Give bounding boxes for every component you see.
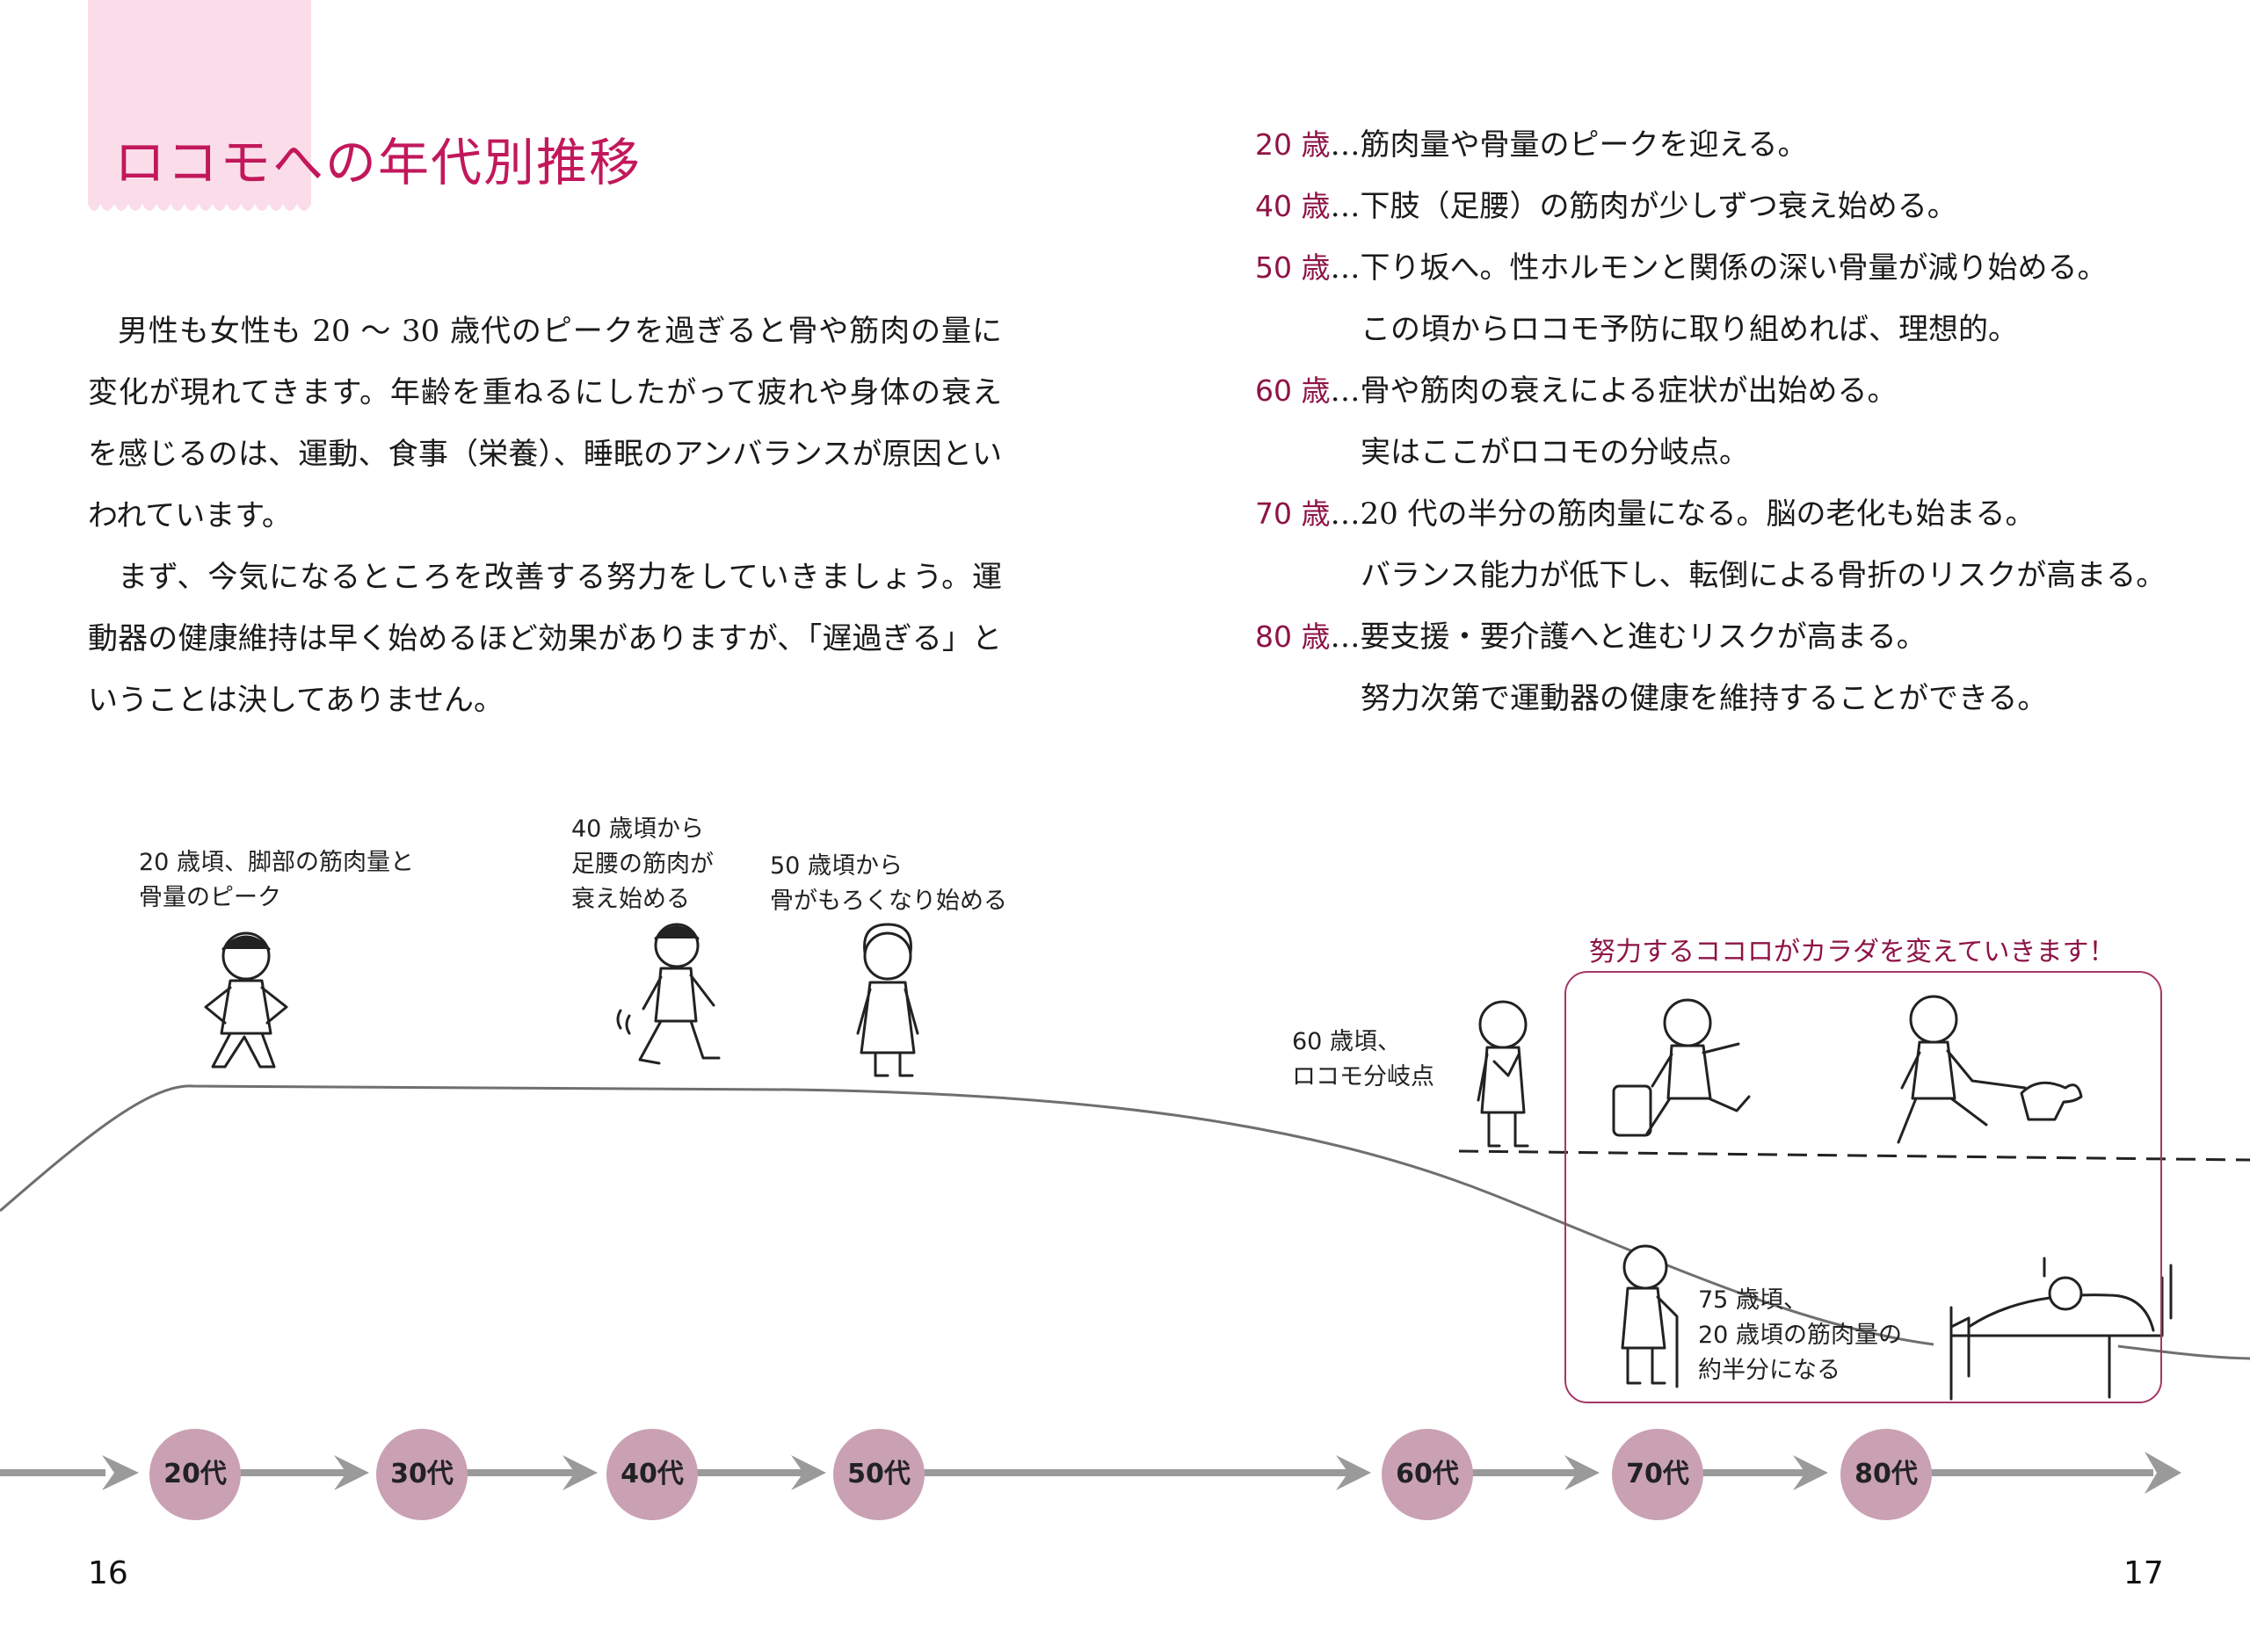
caption-20s: 20 歳頃、脚部の筋肉量と 骨量のピーク xyxy=(139,845,414,916)
age-label: 60 歳 xyxy=(1255,373,1331,408)
figure-20s xyxy=(204,931,288,1069)
caption-line: 足腰の筋肉が xyxy=(571,851,714,878)
caption-line: 20 歳頃の筋肉量の xyxy=(1698,1322,1902,1349)
caption-line: 約半分になる xyxy=(1698,1357,1840,1384)
age-item-70: 70 歳…20 代の半分の筋肉量になる。脳の老化も始まる。 xyxy=(1255,483,2231,545)
decade-80: 80代 xyxy=(1840,1429,1932,1520)
age-text: …要支援・要介護へと進むリスクが高まる。 xyxy=(1330,620,1927,655)
caption-line: 60 歳頃、 xyxy=(1292,1028,1401,1055)
age-text: …筋肉量や骨量のピークを迎える。 xyxy=(1330,127,1808,163)
age-text-cont: 努力次第で運動器の健康を維持することができる。 xyxy=(1361,681,2048,716)
muscle-curve xyxy=(0,1084,1934,1346)
caption-line: 骨がもろくなり始める xyxy=(770,888,1007,915)
figure-80s-active xyxy=(1897,995,2083,1144)
age-text: …下肢（足腰）の筋肉が少しずつ衰え始める。 xyxy=(1330,189,1957,224)
age-text-cont: この頃からロコモ予防に取り組めれば、理想的。 xyxy=(1361,312,2018,347)
decade-30: 30代 xyxy=(376,1429,468,1520)
figure-60s xyxy=(1477,1000,1529,1148)
caption-50s: 50 歳頃から 骨がもろくなり始める xyxy=(770,849,1007,919)
figure-50s xyxy=(856,923,919,1077)
caption-40s: 40 歳頃から 足腰の筋肉が 衰え始める xyxy=(571,812,714,917)
age-label: 20 歳 xyxy=(1255,127,1331,162)
page-number-left: 16 xyxy=(88,1555,128,1591)
caption-line: 50 歳頃から xyxy=(770,852,903,880)
age-label: 70 歳 xyxy=(1255,496,1331,531)
effort-title: 努力するココロがカラダを変えていきます！ xyxy=(1589,937,2116,967)
body-text: 男性も女性も 20 ～ 30 歳代のピークを過ぎると骨や筋肉の量に変化が現れてき… xyxy=(88,301,1002,731)
age-item-60: 60 歳…骨や筋肉の衰えによる症状が出始める。 xyxy=(1255,360,2231,422)
page-title: ロコモへの年代別推移 xyxy=(114,133,642,192)
decade-20: 20代 xyxy=(149,1429,241,1520)
age-label: 40 歳 xyxy=(1255,189,1331,223)
decade-60: 60代 xyxy=(1382,1429,1473,1520)
caption-60s: 60 歳頃、 ロコモ分岐点 xyxy=(1292,1025,1434,1095)
age-item-80: 80 歳…要支援・要介護へと進むリスクが高まる。 xyxy=(1255,606,2231,668)
caption-line: ロコモ分岐点 xyxy=(1292,1063,1434,1090)
figure-70s-active xyxy=(1612,998,1751,1137)
decade-50: 50代 xyxy=(833,1429,925,1520)
figure-40s xyxy=(616,923,721,1065)
age-item-40: 40 歳…下肢（足腰）の筋肉が少しずつ衰え始める。 xyxy=(1255,176,2231,237)
caption-line: 40 歳頃から xyxy=(571,815,704,843)
caption-line: 衰え始める xyxy=(571,886,690,913)
body-paragraph-1: 男性も女性も 20 ～ 30 歳代のピークを過ぎると骨や筋肉の量に変化が現れてき… xyxy=(88,314,1002,533)
age-list: 20 歳…筋肉量や骨量のピークを迎える。 40 歳…下肢（足腰）の筋肉が少しずつ… xyxy=(1255,114,2231,729)
caption-75: 75 歳頃、 20 歳頃の筋肉量の 約半分になる xyxy=(1698,1283,1902,1388)
age-label: 80 歳 xyxy=(1255,620,1331,654)
effort-dashed-line xyxy=(1458,1149,2250,1162)
age-text: …骨や筋肉の衰えによる症状が出始める。 xyxy=(1330,373,1898,409)
decade-70: 70代 xyxy=(1612,1429,1703,1520)
caption-line: 75 歳頃、 xyxy=(1698,1286,1807,1314)
timeline-arrows xyxy=(0,1452,2181,1494)
caption-line: 20 歳頃、脚部の筋肉量と xyxy=(139,849,414,876)
body-paragraph-2: まず、今気になるところを改善する努力をしていきましょう。運動器の健康維持は早く始… xyxy=(88,560,1002,718)
effort-box xyxy=(1564,971,2162,1403)
age-text: …20 代の半分の筋肉量になる。脳の老化も始まる。 xyxy=(1330,496,2036,532)
figure-75-cane xyxy=(1621,1244,1679,1388)
age-item-50: 50 歳…下り坂へ。性ホルモンと関係の深い骨量が減り始める。 xyxy=(1255,237,2231,299)
age-label: 50 歳 xyxy=(1255,250,1331,285)
age-text-cont: 実はここがロコモの分岐点。 xyxy=(1361,435,1749,470)
bed-figure xyxy=(1949,1257,2173,1401)
decade-40: 40代 xyxy=(606,1429,698,1520)
title-ribbon xyxy=(88,0,311,211)
age-item-20: 20 歳…筋肉量や骨量のピークを迎える。 xyxy=(1255,114,2231,176)
age-text: …下り坂へ。性ホルモンと関係の深い骨量が減り始める。 xyxy=(1330,250,2108,286)
page-number-right: 17 xyxy=(2123,1555,2164,1591)
muscle-curve-end xyxy=(2117,1344,2250,1360)
age-text-cont: バランス能力が低下し、転倒による骨折のリスクが高まる。 xyxy=(1361,558,2167,593)
caption-line: 骨量のピーク xyxy=(139,884,281,911)
